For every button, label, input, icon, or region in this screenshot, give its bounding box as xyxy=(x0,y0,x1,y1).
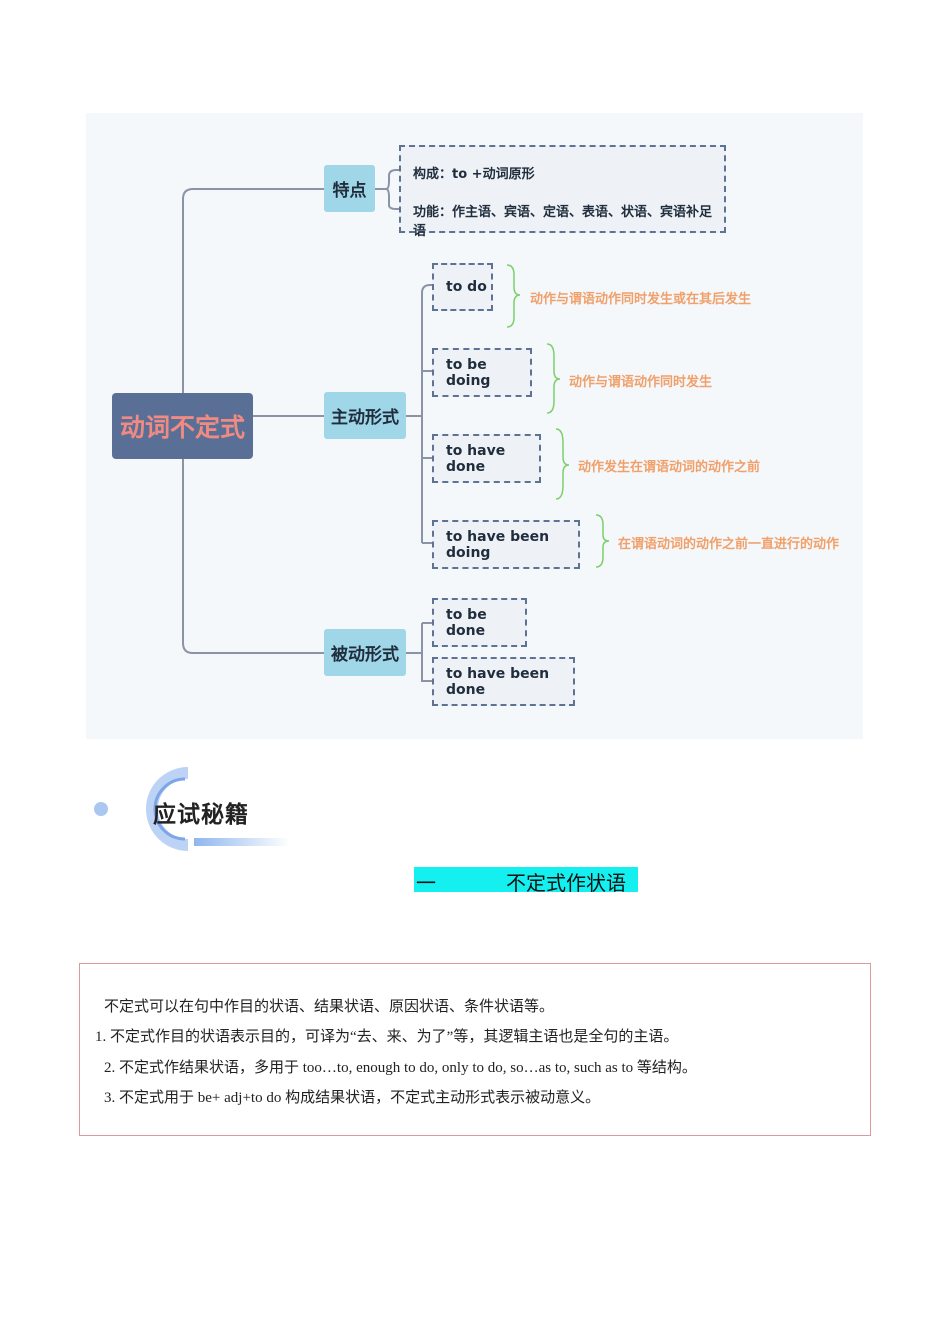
heading-number: 一 xyxy=(416,871,436,895)
note-to-have-been-doing: 在谓语动词的动作之前一直进行的动作 xyxy=(618,537,840,552)
note-to-have-done: 动作发生在谓语动词的动作之前 xyxy=(578,460,761,475)
section-logo-title: 应试秘籍 xyxy=(153,801,249,828)
note-to-do: 动作与谓语动作同时发生或在其后发生 xyxy=(530,292,752,307)
mind-map: 动词不定式 特点 主动形式 被动形式 构成：to +动词原形 功能：作主语、宾语… xyxy=(86,113,863,739)
item-3-text: 3. 不定式用于 be+ adj+to do 构成结果状语，不定式主动形式表示被… xyxy=(104,1090,601,1106)
brace-marks xyxy=(506,264,610,568)
section-heading: 一 不定式作状语 xyxy=(414,867,638,895)
section-logo-icon xyxy=(94,767,290,851)
item-2-text: 2. 不定式作结果状语，多用于 too…to, enough to do, on… xyxy=(104,1060,697,1076)
features-box: 构成：to +动词原形 功能：作主语、宾语、定语、表语、状语、宾语补足语 xyxy=(399,145,726,239)
explanation-box: 不定式可以在句中作目的状语、结果状语、原因状语、条件状语等。 1. 不定式作目的… xyxy=(79,963,871,1136)
connector-lines xyxy=(182,169,610,682)
form-to-have-been-done: to have been done xyxy=(432,657,575,706)
form-to-have-done: to have done xyxy=(432,434,541,483)
item-1-text: 1. 不定式作目的状语表示目的，可译为“去、来、为了”等，其逻辑主语也是全句的主… xyxy=(95,1029,679,1045)
form-to-do: to do xyxy=(432,263,493,311)
intro-text: 不定式可以在句中作目的状语、结果状语、原因状语、条件状语等。 xyxy=(104,999,555,1015)
category-active: 主动形式 xyxy=(324,392,406,439)
function-text: 功能：作主语、宾语、定语、表语、状语、宾语补足语 xyxy=(413,205,713,239)
mindmap-root: 动词不定式 xyxy=(112,393,253,459)
category-passive: 被动形式 xyxy=(324,629,406,676)
form-to-have-been-doing: to have been doing xyxy=(432,520,580,569)
heading-title: 不定式作状语 xyxy=(506,871,626,895)
note-to-be-doing: 动作与谓语动作同时发生 xyxy=(569,375,713,390)
category-features: 特点 xyxy=(324,165,375,212)
form-to-be-done: to be done xyxy=(432,598,527,647)
form-to-be-doing: to be doing xyxy=(432,348,532,397)
composition-text: 构成：to +动词原形 xyxy=(413,167,535,182)
